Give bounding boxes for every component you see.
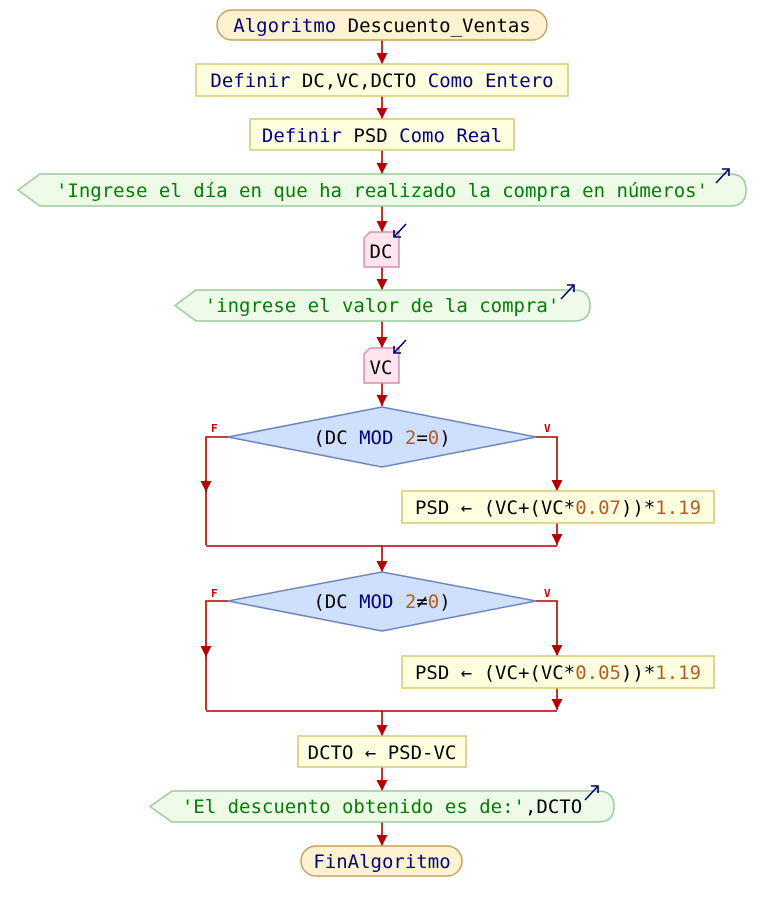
start-text: Algoritmo Descuento_Ventas [233, 15, 530, 37]
decision-dc-even-text: (DC MOD 2=0) [313, 427, 450, 449]
define-real-text: Definir PSD Como Real [262, 125, 502, 147]
output-prompt-day-text: 'Ingrese el día en que ha realizado la c… [56, 180, 708, 202]
code-token: 2 [405, 591, 416, 613]
end-terminal[interactable]: FinAlgoritmo [300, 845, 463, 877]
code-token: DCTO [308, 742, 365, 764]
code-token: ( [484, 497, 495, 519]
assign-psd-odd-text: PSD ← (VC+(VC*0.05))*1.19 [415, 662, 701, 684]
code-token: DC [325, 591, 359, 613]
define-integers-text: Definir DC,VC,DCTO Como Entero [210, 70, 553, 92]
code-token: DC,VC,DCTO [302, 70, 416, 92]
code-token: VC [541, 662, 564, 684]
output-prompt-day[interactable]: 'Ingrese el día en que ha realizado la c… [16, 168, 747, 207]
assign-psd-odd[interactable]: PSD ← (VC+(VC*0.05))*1.19 [401, 655, 715, 689]
code-token: VC [541, 497, 564, 519]
code-token: 2 [405, 427, 416, 449]
start-terminal[interactable]: Algoritmo Descuento_Ventas [216, 9, 548, 41]
code-token: * [644, 497, 655, 519]
code-token: VC [495, 662, 518, 684]
code-token: 1.19 [655, 497, 701, 519]
output-prompt-value-text: 'ingrese el valor de la compra' [205, 295, 560, 317]
true-label: V [544, 587, 551, 600]
flow-connectors [200, 40, 563, 846]
code-token: 'ingrese el valor de la compra' [205, 295, 560, 317]
code-token: * [564, 497, 575, 519]
code-token: 'El descuento obtenido es de:' [182, 796, 525, 818]
code-token: ← [461, 662, 484, 684]
code-token: + [518, 497, 529, 519]
input-read-vc[interactable]: VC [363, 339, 407, 384]
code-token: VC [370, 357, 393, 379]
code-token: ) [439, 427, 450, 449]
code-token: 0.07 [575, 497, 621, 519]
true-branch-1 [536, 436, 563, 491]
code-token: ( [529, 497, 540, 519]
input-read-dc-text: DC [370, 241, 393, 263]
code-token: Definir [262, 125, 354, 147]
true-label: V [544, 422, 551, 435]
input-arrow-icon [393, 223, 407, 238]
true-branch-2 [536, 600, 563, 656]
output-arrow-icon [560, 284, 575, 300]
decision-dc-odd-text: (DC MOD 2≠0) [313, 591, 450, 613]
output-arrow-icon [584, 785, 599, 801]
assign-psd-even-text: PSD ← (VC+(VC*0.07))*1.19 [415, 497, 701, 519]
false-label: F [211, 587, 218, 600]
assign-psd-even[interactable]: PSD ← (VC+(VC*0.07))*1.19 [401, 490, 715, 524]
code-token: PSD [353, 125, 387, 147]
code-token: ( [313, 427, 324, 449]
input-arrow-icon [393, 339, 407, 354]
code-token: ≠ [416, 591, 427, 613]
code-token: * [564, 662, 575, 684]
code-token: 0 [428, 427, 439, 449]
code-token: ,DCTO [525, 796, 582, 818]
decision-dc-odd[interactable]: (DC MOD 2≠0) F V [211, 571, 551, 632]
code-token: DC [370, 241, 393, 263]
define-real-process[interactable]: Definir PSD Como Real [249, 118, 515, 151]
code-token: ) [439, 591, 450, 613]
code-token: PSD-VC [388, 742, 457, 764]
end-text: FinAlgoritmo [313, 851, 450, 873]
code-token: 0.05 [575, 662, 621, 684]
define-integers-process[interactable]: Definir DC,VC,DCTO Como Entero [195, 63, 569, 97]
code-token: Descuento_Ventas [348, 15, 531, 37]
code-token: 'Ingrese el día en que ha realizado la c… [56, 180, 708, 202]
code-token: MOD [359, 427, 405, 449]
code-token: PSD [415, 497, 461, 519]
code-token: ← [461, 497, 484, 519]
output-discount-text: 'El descuento obtenido es de:',DCTO [182, 796, 582, 818]
code-token: * [644, 662, 655, 684]
false-branch-1 [205, 436, 228, 545]
code-token: Definir [210, 70, 302, 92]
output-arrow-icon [715, 168, 730, 184]
code-token: 0 [428, 591, 439, 613]
code-token: ( [484, 662, 495, 684]
code-token: )) [621, 662, 644, 684]
output-prompt-value[interactable]: 'ingrese el valor de la compra' [173, 284, 591, 322]
assign-dcto-text: DCTO ← PSD-VC [308, 742, 457, 764]
assign-dcto[interactable]: DCTO ← PSD-VC [297, 735, 467, 768]
output-discount[interactable]: 'El descuento obtenido es de:',DCTO [148, 785, 615, 823]
code-token: Como Entero [416, 70, 553, 92]
code-token: DC [325, 427, 359, 449]
code-token: = [416, 427, 427, 449]
code-token: Como Real [388, 125, 502, 147]
code-token: )) [621, 497, 644, 519]
code-token: FinAlgoritmo [313, 851, 450, 873]
input-read-dc[interactable]: DC [363, 223, 407, 268]
input-read-vc-text: VC [370, 357, 393, 379]
code-token: Algoritmo [233, 15, 347, 37]
code-token: ( [529, 662, 540, 684]
decision-dc-even[interactable]: (DC MOD 2=0) F V [211, 406, 551, 468]
code-token: VC [495, 497, 518, 519]
code-token: 1.19 [655, 662, 701, 684]
code-token: ← [365, 742, 388, 764]
code-token: + [518, 662, 529, 684]
false-branch-2 [205, 600, 228, 710]
false-label: F [211, 422, 218, 435]
code-token: MOD [359, 591, 405, 613]
code-token: ( [313, 591, 324, 613]
code-token: PSD [415, 662, 461, 684]
